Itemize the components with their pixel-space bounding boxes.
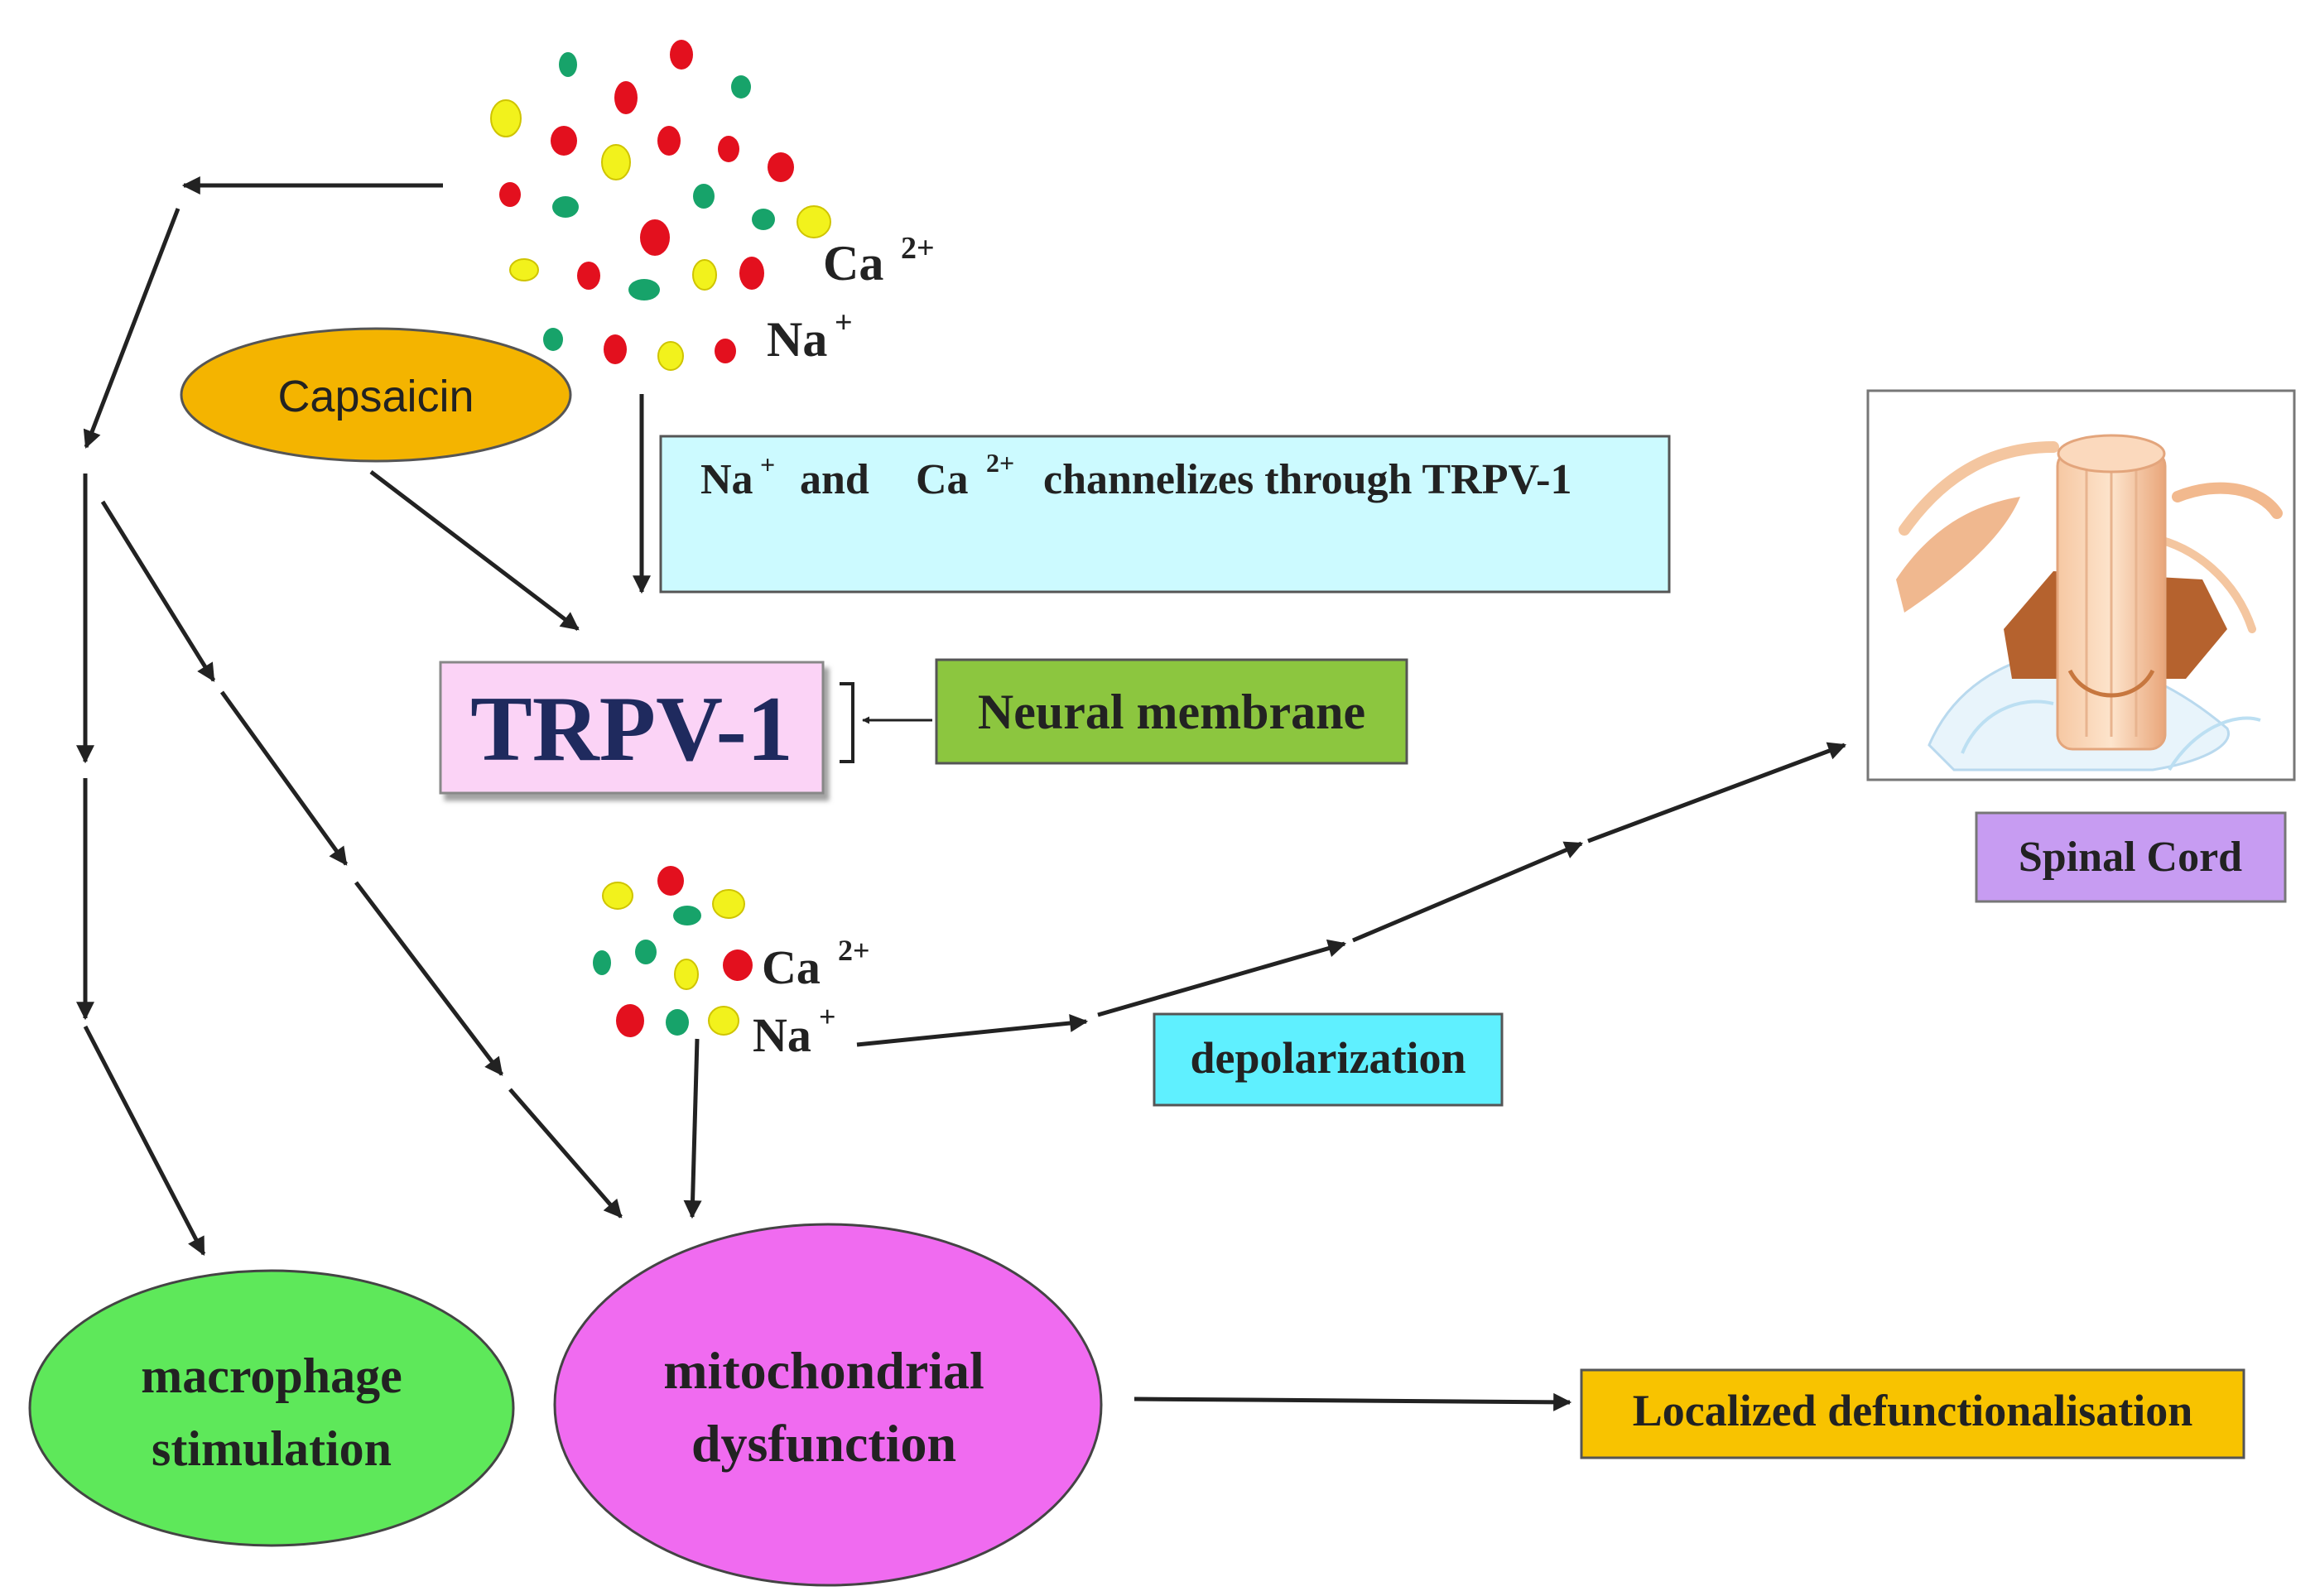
arrow-diag-1 xyxy=(100,500,216,682)
arrow-to-macrophage xyxy=(83,1025,206,1256)
svg-text:mitochondrial: mitochondrial xyxy=(663,1341,984,1400)
svg-text:2+: 2+ xyxy=(901,231,935,266)
svg-text:depolarization: depolarization xyxy=(1191,1033,1466,1083)
localized-defunctionalisation-node: Localized defunctionalisation xyxy=(1580,1368,2245,1459)
depolarization-node: depolarization xyxy=(1153,1012,1504,1107)
ion-label-na-middle: Na + xyxy=(753,1000,836,1062)
arrow-depol-seg-3 xyxy=(1587,742,1847,844)
mitochondrial-dysfunction-node: mitochondrial dysfunction xyxy=(553,1223,1103,1587)
membrane-bracket xyxy=(840,682,854,763)
arrow-ions-to-mito xyxy=(683,1038,702,1219)
arrow-depol-seg-2 xyxy=(1352,841,1584,943)
ion-label-na-top: Na + xyxy=(767,305,853,367)
neural-membrane-node: Neural membrane xyxy=(935,658,1408,765)
arrow-left-diagonal xyxy=(83,208,180,449)
spinal-cord-label: Spinal Cord xyxy=(1975,811,2287,903)
channel-description-box: Na + and Ca 2+ channelizes through TRPV-… xyxy=(659,435,1671,594)
arrow-mito-to-localized xyxy=(1133,1392,1572,1411)
macrophage-stimulation-node: macrophage stimulation xyxy=(28,1269,515,1547)
svg-text:Na: Na xyxy=(767,312,827,367)
capsaicin-node: Capsaicin xyxy=(180,327,572,463)
svg-text:Capsaicin: Capsaicin xyxy=(277,372,474,421)
spinal-cord-illustration xyxy=(1896,434,2283,772)
arrow-depol-seg-1 xyxy=(1097,939,1347,1017)
ion-cluster-top xyxy=(490,40,831,371)
svg-text:2+: 2+ xyxy=(838,934,870,967)
svg-text:Ca: Ca xyxy=(916,456,969,503)
svg-text:+: + xyxy=(760,449,775,479)
svg-text:+: + xyxy=(819,1000,836,1033)
ion-label-ca-top: Ca 2+ xyxy=(823,231,935,291)
svg-text:stimulation: stimulation xyxy=(152,1421,392,1476)
svg-text:channelizes through TRPV-1: channelizes through TRPV-1 xyxy=(1043,456,1572,503)
arrow-capsaicin-to-trpv1 xyxy=(369,470,580,631)
svg-text:Na: Na xyxy=(700,456,753,503)
trpv1-node: TRPV-1 xyxy=(439,661,825,795)
svg-text:Localized defunctionalisation: Localized defunctionalisation xyxy=(1633,1386,2193,1435)
svg-text:Neural membrane: Neural membrane xyxy=(978,685,1365,739)
svg-text:Na: Na xyxy=(753,1008,811,1062)
arrow-diag-2 xyxy=(219,690,349,866)
spinal-cord-picture xyxy=(1866,389,2296,781)
arrow-diag-3 xyxy=(354,881,503,1076)
svg-text:Spinal Cord: Spinal Cord xyxy=(2019,834,2242,881)
svg-text:2+: 2+ xyxy=(986,448,1014,478)
arrow-na-to-depol xyxy=(856,1014,1089,1047)
ion-cluster-middle xyxy=(593,866,753,1037)
svg-text:+: + xyxy=(835,305,853,340)
svg-text:and: and xyxy=(800,456,869,503)
arrow-diag-4 xyxy=(508,1088,623,1219)
ion-label-ca-middle: Ca 2+ xyxy=(762,934,870,994)
svg-text:macrophage: macrophage xyxy=(141,1348,402,1403)
svg-text:TRPV-1: TRPV-1 xyxy=(470,678,793,781)
svg-text:dysfunction: dysfunction xyxy=(691,1414,956,1473)
svg-text:Ca: Ca xyxy=(823,236,883,291)
arrows xyxy=(76,176,1847,1411)
svg-text:Ca: Ca xyxy=(762,940,821,994)
